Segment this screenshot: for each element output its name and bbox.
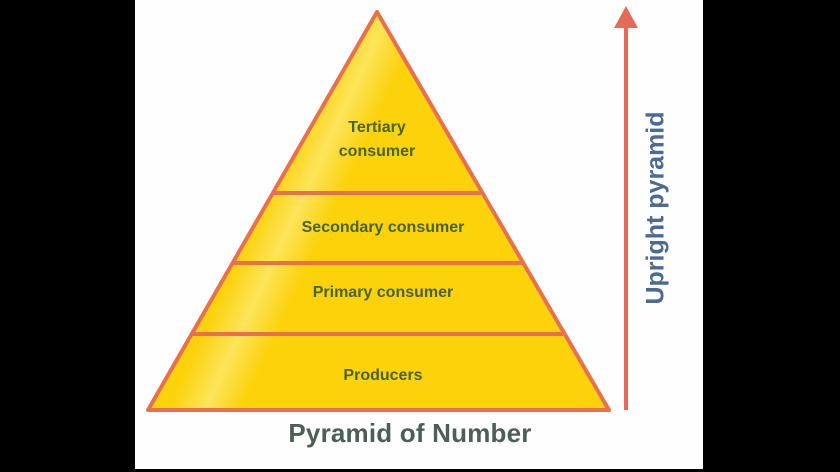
side-label-upright-pyramid: Upright pyramid bbox=[641, 111, 670, 305]
tier-tertiary-consumer: Tertiary consumer bbox=[300, 116, 454, 164]
tier-label-line: consumer bbox=[338, 143, 416, 160]
upright-arrow bbox=[614, 6, 638, 410]
tier-label-line: Secondary consumer bbox=[301, 219, 465, 236]
tier-secondary-consumer: Secondary consumer bbox=[260, 216, 506, 240]
tier-label-line: Primary consumer bbox=[312, 284, 454, 301]
tier-label-line: Tertiary bbox=[348, 119, 406, 136]
tier-producers: Producers bbox=[260, 364, 506, 388]
pyramid-shape bbox=[146, 10, 611, 412]
tier-label-line: Producers bbox=[343, 367, 423, 384]
tier-primary-consumer: Primary consumer bbox=[260, 281, 506, 305]
diagram-title: Pyramid of Number bbox=[288, 418, 532, 448]
arrow-head-icon bbox=[614, 6, 638, 28]
